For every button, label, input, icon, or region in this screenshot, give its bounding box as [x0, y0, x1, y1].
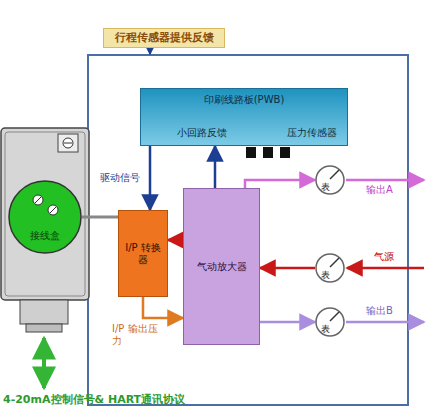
connector: [149, 146, 152, 210]
circuit-board: 印刷线路板(PWB) 小回路反馈 压力传感器: [140, 88, 348, 146]
pressure-sensor: [246, 147, 256, 158]
node-text: 表: [321, 182, 330, 193]
output-b-line: [346, 321, 424, 324]
terminal-box-outline: [9, 181, 81, 253]
pneumatic-amplifier: 气动放大器: [183, 188, 260, 345]
housing-screw: [63, 138, 73, 148]
screw-slot: [35, 197, 41, 203]
connector: [214, 146, 217, 188]
conduit-entry: [20, 300, 68, 324]
positioner-frame: [88, 55, 408, 405]
edge-label: 驱动信号: [100, 172, 140, 184]
connector: [245, 180, 315, 188]
signal-arrow: [42, 338, 46, 388]
node-text: 印刷线路板(PWB): [141, 94, 347, 106]
housing-tab: [58, 134, 78, 152]
terminal-housing: [1, 128, 89, 300]
screw-slot: [50, 207, 56, 213]
conduit-thread: [26, 324, 62, 332]
pressure-gauge-shape: [315, 165, 345, 195]
output-a-line: [346, 179, 424, 182]
node-text: I/P 转换器: [122, 242, 164, 266]
port-label: 输出B: [366, 305, 393, 317]
screw-slot: [64, 143, 72, 144]
gauge-needle: [330, 258, 339, 267]
pressure-gauge-shape: [315, 307, 345, 337]
pressure-gauge: 表: [315, 165, 345, 195]
pressure-gauge-outline: [316, 308, 344, 336]
pressure-sensor: [280, 147, 290, 158]
gauge-needle: [330, 170, 339, 179]
pressure-gauge-outline: [316, 254, 344, 282]
connector: [260, 321, 315, 324]
port-label: 输出A: [366, 184, 393, 196]
pressure-gauge-outline: [316, 166, 344, 194]
port-label: 气源: [374, 251, 394, 263]
terminal-box-shape: [8, 180, 82, 254]
connector: [82, 216, 118, 219]
node-text: 压力传感器: [287, 127, 337, 139]
pressure-sensor: [263, 147, 273, 158]
gauge-needle: [330, 312, 339, 321]
node-text: 表: [321, 324, 330, 335]
terminal-screw: [33, 195, 43, 205]
feedback-arrow: [149, 49, 151, 54]
connector: [143, 297, 183, 318]
terminal-screw: [48, 205, 58, 215]
supply-line: [347, 267, 424, 270]
pressure-gauge: 表: [315, 307, 345, 337]
node-text: 表: [321, 270, 330, 281]
pressure-gauge: 表: [315, 253, 345, 283]
signal-note: 4-20mA控制信号& HART通讯协议: [3, 393, 185, 406]
node-text: 气动放大器: [197, 261, 247, 273]
node-text: 小回路反馈: [177, 127, 227, 139]
node-text: 行程传感器提供反馈: [115, 31, 214, 44]
connector: [168, 239, 183, 242]
terminal-box: 接线盒: [8, 180, 82, 254]
pressure-gauge-shape: [315, 253, 345, 283]
node-text: 接线盒: [30, 230, 60, 242]
ip-converter: I/P 转换器: [118, 210, 168, 297]
housing-rim: [5, 132, 85, 296]
feedback-box: 行程传感器提供反馈: [103, 28, 225, 48]
connector: [260, 267, 315, 270]
edge-label: I/P 输出压力: [112, 323, 162, 347]
